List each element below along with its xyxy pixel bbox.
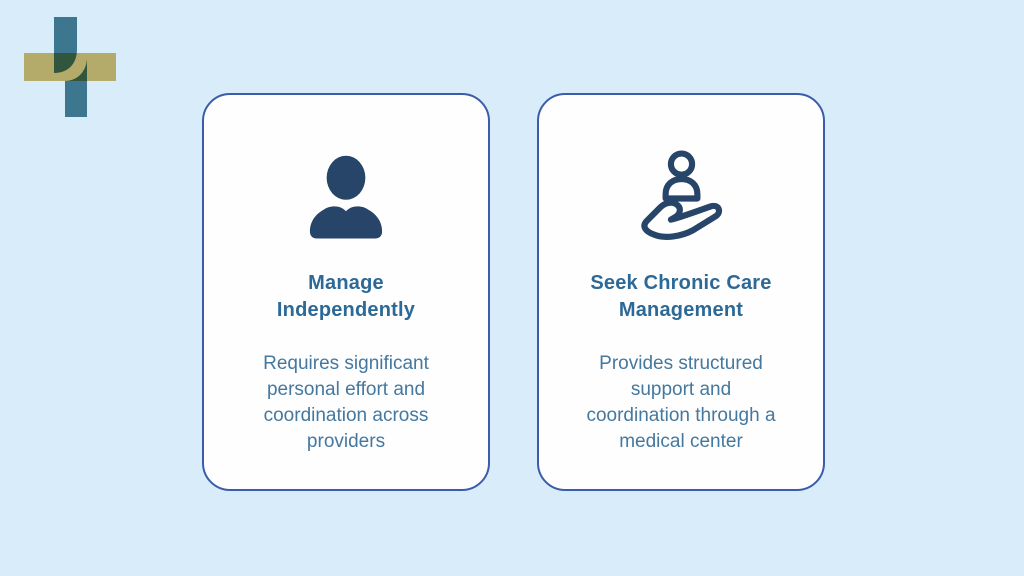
medical-cross-logo bbox=[20, 15, 120, 119]
card-title: Seek Chronic Care Management bbox=[590, 272, 772, 321]
card-manage-independently: Manage Independently Requires significan… bbox=[202, 93, 490, 491]
care-hand-icon-graphic bbox=[640, 149, 722, 240]
person-icon bbox=[224, 152, 468, 244]
medical-cross-logo-graphic bbox=[24, 17, 116, 117]
person-icon-graphic bbox=[309, 155, 383, 239]
care-hand-icon bbox=[559, 149, 803, 244]
card-title: Manage Independently bbox=[276, 272, 416, 321]
card-description: Provides structured support and coordina… bbox=[586, 353, 776, 452]
card-seek-chronic-care-management: Seek Chronic Care Management Provides st… bbox=[537, 93, 825, 491]
card-description: Requires significant personal effort and… bbox=[263, 353, 429, 452]
